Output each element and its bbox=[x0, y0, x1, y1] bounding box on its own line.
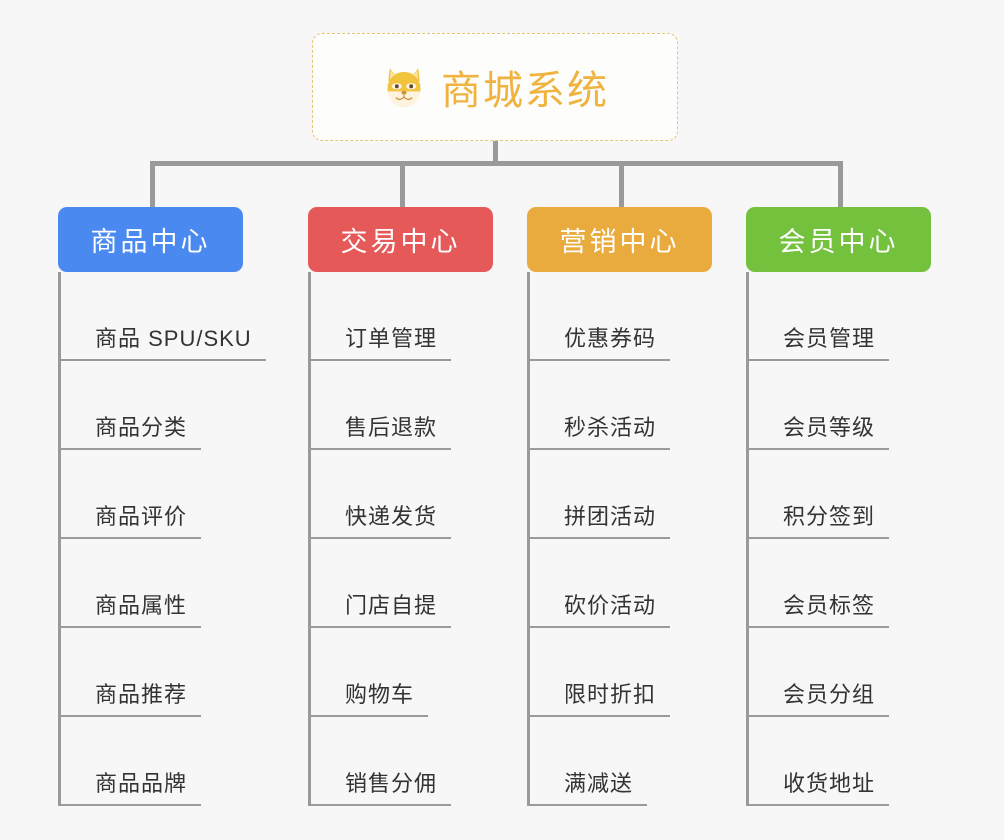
category-header-4[interactable]: 会员中心 bbox=[746, 207, 931, 272]
root-node-mall-system[interactable]: 商城系统 bbox=[312, 33, 678, 141]
connector-drop-1 bbox=[150, 161, 155, 209]
category-column-1: 商品中心 商品 SPU/SKU 商品分类 商品评价 商品属性 商品推荐 商品品牌 bbox=[58, 207, 266, 806]
leaf-item-label: 收货地址 bbox=[749, 766, 890, 806]
category-header-1-label: 商品中心 bbox=[90, 227, 211, 257]
leaf-list-1: 商品 SPU/SKU 商品分类 商品评价 商品属性 商品推荐 商品品牌 bbox=[58, 272, 266, 806]
leaf-item-label: 积分签到 bbox=[749, 499, 890, 539]
leaf-item-label: 满减送 bbox=[530, 766, 648, 806]
leaf-item[interactable]: 购物车 bbox=[311, 628, 493, 717]
leaf-item[interactable]: 门店自提 bbox=[311, 539, 493, 628]
connector-bus-bar bbox=[150, 161, 840, 166]
leaf-item-label: 订单管理 bbox=[311, 321, 452, 361]
leaf-item-label: 会员管理 bbox=[749, 321, 890, 361]
leaf-item[interactable]: 会员管理 bbox=[749, 272, 931, 361]
category-header-3-label: 营销中心 bbox=[559, 227, 680, 257]
leaf-item-label: 商品属性 bbox=[61, 588, 202, 628]
root-node-title: 商城系统 bbox=[441, 69, 609, 113]
leaf-item[interactable]: 限时折扣 bbox=[530, 628, 712, 717]
leaf-item[interactable]: 商品分类 bbox=[61, 361, 266, 450]
leaf-item-label: 购物车 bbox=[311, 677, 429, 717]
leaf-item[interactable]: 砍价活动 bbox=[530, 539, 712, 628]
leaf-list-4: 会员管理 会员等级 积分签到 会员标签 会员分组 收货地址 bbox=[746, 272, 931, 806]
leaf-item-label: 秒杀活动 bbox=[530, 410, 671, 450]
leaf-item-label: 会员标签 bbox=[749, 588, 890, 628]
category-column-2: 交易中心 订单管理 售后退款 快递发货 门店自提 购物车 销售分佣 bbox=[308, 207, 493, 806]
leaf-item[interactable]: 销售分佣 bbox=[311, 717, 493, 806]
leaf-item[interactable]: 满减送 bbox=[530, 717, 712, 806]
leaf-item[interactable]: 快递发货 bbox=[311, 450, 493, 539]
leaf-item[interactable]: 拼团活动 bbox=[530, 450, 712, 539]
leaf-item-label: 门店自提 bbox=[311, 588, 452, 628]
leaf-item[interactable]: 收货地址 bbox=[749, 717, 931, 806]
leaf-item[interactable]: 会员分组 bbox=[749, 628, 931, 717]
leaf-item-label: 限时折扣 bbox=[530, 677, 671, 717]
connector-drop-4 bbox=[838, 161, 843, 209]
leaf-item-label: 商品品牌 bbox=[61, 766, 202, 806]
leaf-item[interactable]: 会员标签 bbox=[749, 539, 931, 628]
leaf-item-label: 优惠券码 bbox=[530, 321, 671, 361]
leaf-item-label: 商品推荐 bbox=[61, 677, 202, 717]
leaf-item[interactable]: 积分签到 bbox=[749, 450, 931, 539]
leaf-item-label: 售后退款 bbox=[311, 410, 452, 450]
category-header-4-label: 会员中心 bbox=[778, 227, 899, 257]
leaf-item[interactable]: 订单管理 bbox=[311, 272, 493, 361]
category-header-2-label: 交易中心 bbox=[340, 227, 461, 257]
leaf-item-label: 会员分组 bbox=[749, 677, 890, 717]
leaf-item[interactable]: 优惠券码 bbox=[530, 272, 712, 361]
leaf-item-label: 商品评价 bbox=[61, 499, 202, 539]
connector-root-stem bbox=[493, 141, 498, 165]
leaf-item-label: 拼团活动 bbox=[530, 499, 671, 539]
leaf-item[interactable]: 商品 SPU/SKU bbox=[61, 272, 266, 361]
leaf-item[interactable]: 秒杀活动 bbox=[530, 361, 712, 450]
leaf-item[interactable]: 商品推荐 bbox=[61, 628, 266, 717]
leaf-item[interactable]: 商品属性 bbox=[61, 539, 266, 628]
leaf-item[interactable]: 售后退款 bbox=[311, 361, 493, 450]
shiba-dog-face-icon bbox=[381, 64, 427, 110]
leaf-item[interactable]: 商品品牌 bbox=[61, 717, 266, 806]
connector-drop-2 bbox=[400, 161, 405, 209]
category-column-3: 营销中心 优惠券码 秒杀活动 拼团活动 砍价活动 限时折扣 满减送 bbox=[527, 207, 712, 806]
leaf-item-label: 砍价活动 bbox=[530, 588, 671, 628]
category-column-4: 会员中心 会员管理 会员等级 积分签到 会员标签 会员分组 收货地址 bbox=[746, 207, 931, 806]
category-header-2[interactable]: 交易中心 bbox=[308, 207, 493, 272]
category-header-3[interactable]: 营销中心 bbox=[527, 207, 712, 272]
leaf-item-label: 会员等级 bbox=[749, 410, 890, 450]
leaf-item-label: 销售分佣 bbox=[311, 766, 452, 806]
leaf-item-label: 商品分类 bbox=[61, 410, 202, 450]
connector-drop-3 bbox=[619, 161, 624, 209]
leaf-item-label: 商品 SPU/SKU bbox=[61, 321, 266, 361]
leaf-item[interactable]: 商品评价 bbox=[61, 450, 266, 539]
leaf-list-2: 订单管理 售后退款 快递发货 门店自提 购物车 销售分佣 bbox=[308, 272, 493, 806]
leaf-item[interactable]: 会员等级 bbox=[749, 361, 931, 450]
leaf-list-3: 优惠券码 秒杀活动 拼团活动 砍价活动 限时折扣 满减送 bbox=[527, 272, 712, 806]
leaf-item-label: 快递发货 bbox=[311, 499, 452, 539]
category-header-1[interactable]: 商品中心 bbox=[58, 207, 243, 272]
